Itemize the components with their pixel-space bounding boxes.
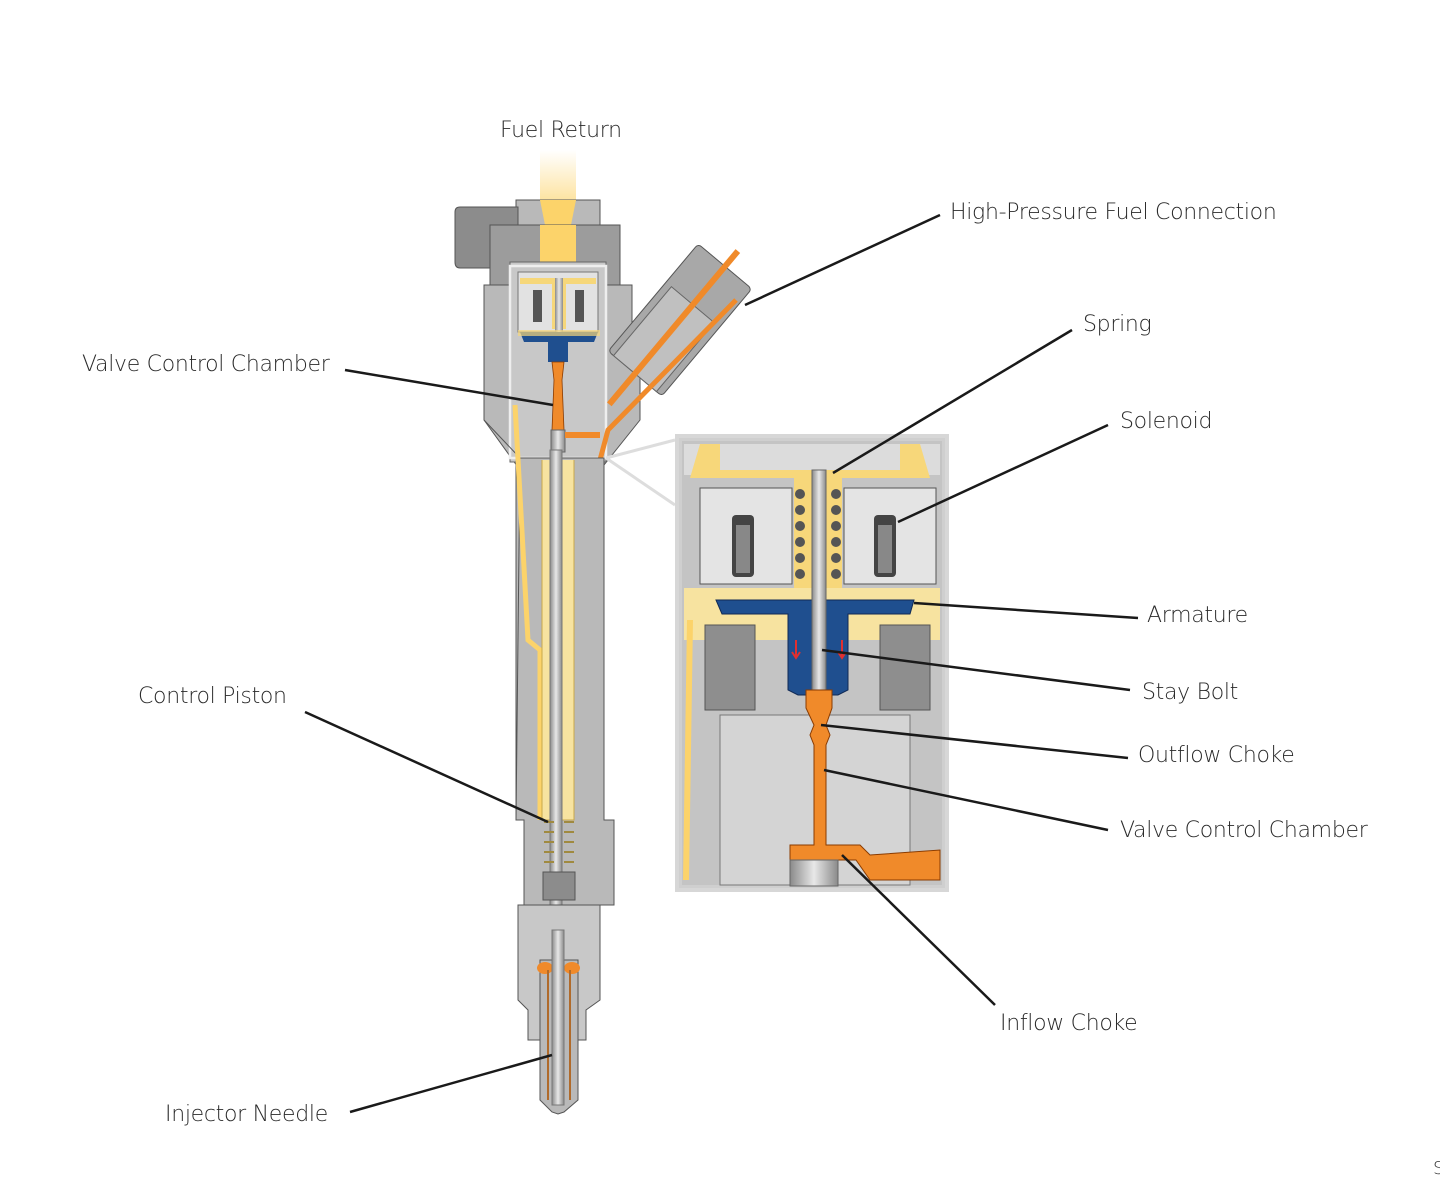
injector-body bbox=[454, 150, 751, 1115]
leader-armature bbox=[913, 601, 1139, 620]
leader-stay-bolt bbox=[821, 648, 1131, 692]
control-piston-top bbox=[789, 859, 839, 887]
leader-spring bbox=[832, 328, 1073, 475]
leader-inflow-choke bbox=[841, 854, 996, 1006]
label-stay-bolt: Stay Bolt bbox=[1142, 680, 1238, 705]
label-valve-control-chamber-left: Valve Control Chamber bbox=[82, 352, 330, 377]
label-inflow-choke: Inflow Choke bbox=[1000, 1011, 1138, 1036]
label-injector-needle: Injector Needle bbox=[165, 1102, 328, 1127]
leader-injector-needle bbox=[349, 1053, 553, 1114]
leader-control-piston bbox=[304, 710, 549, 824]
leader-outflow-choke bbox=[820, 723, 1129, 760]
label-valve-control-chamber-right: Valve Control Chamber bbox=[1120, 818, 1368, 843]
label-spring: Spring bbox=[1083, 312, 1152, 337]
label-armature: Armature bbox=[1147, 603, 1248, 628]
leader-high-pressure bbox=[744, 213, 941, 307]
label-outflow-choke: Outflow Choke bbox=[1138, 743, 1295, 768]
label-solenoid: Solenoid bbox=[1120, 409, 1213, 434]
label-control-piston: Control Piston bbox=[138, 684, 287, 709]
leader-valve-control-left bbox=[344, 368, 554, 407]
leader-valve-control-right bbox=[823, 768, 1109, 832]
high-pressure-fitting bbox=[606, 245, 751, 407]
outflow-choke bbox=[789, 689, 941, 881]
fuel-return-passage bbox=[512, 404, 543, 820]
stay-bolt bbox=[811, 469, 827, 691]
injector-needle bbox=[551, 929, 565, 1106]
detail-inset bbox=[675, 434, 949, 892]
page-marker: S bbox=[1433, 1158, 1440, 1179]
label-high-pressure-fuel-connection: High-Pressure Fuel Connection bbox=[950, 200, 1277, 225]
label-fuel-return: Fuel Return bbox=[500, 118, 622, 143]
control-piston bbox=[549, 449, 563, 931]
leader-solenoid bbox=[897, 423, 1109, 524]
